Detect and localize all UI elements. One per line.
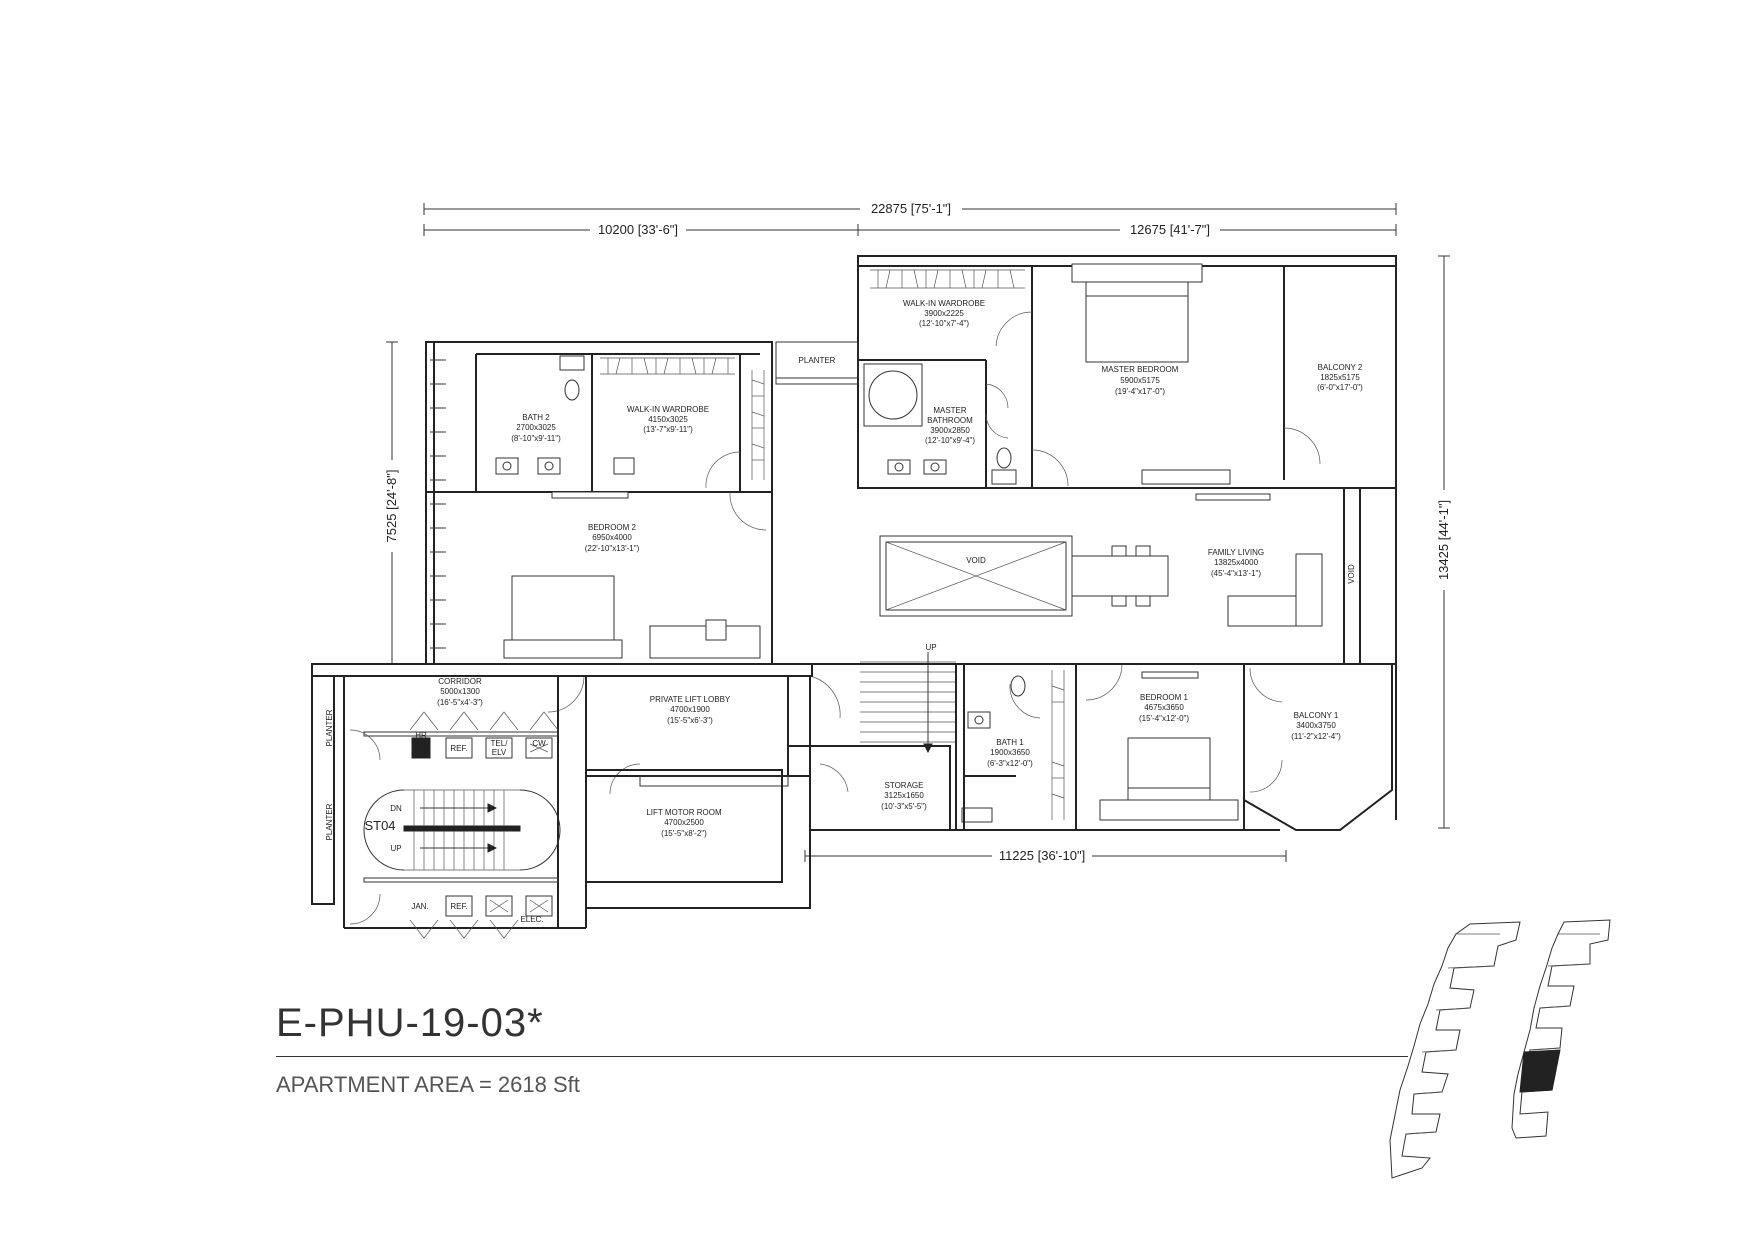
master-bedroom-imperial: (19'-4"x17'-0"): [1115, 387, 1165, 396]
hr-label: HR: [415, 731, 427, 740]
master-bathroom-imperial: (12'-10"x9'-4"): [925, 436, 975, 445]
title-divider: [276, 1056, 1408, 1057]
lower-block-walls: [311, 663, 1396, 929]
stair-up-label: UP: [390, 844, 401, 853]
master-bedroom-size: 5900x5175: [1120, 376, 1160, 385]
bedroom-2-name: BEDROOM 2: [588, 523, 637, 532]
internal-stair: [860, 652, 956, 754]
bottom-width-dimension: 11225 [36'-10"]: [999, 848, 1085, 863]
family-living-imperial: (45'-4"x13'-1"): [1211, 569, 1261, 578]
corridor-size: 5000x1300: [440, 687, 480, 696]
corridor-imperial: (16'-5"x4'-3"): [437, 698, 483, 707]
family-living-size: 13825x4000: [1214, 558, 1259, 567]
storage-imperial: (10'-3"x5'-5"): [881, 802, 927, 811]
balcony-1-name: BALCONY 1: [1294, 711, 1339, 720]
internal-stair-up-label: UP: [925, 643, 936, 652]
cw-label: CW: [532, 739, 546, 748]
furniture: [495, 263, 1323, 823]
storage-name: STORAGE: [885, 781, 924, 790]
bath-2-size: 2700x3025: [516, 423, 556, 432]
bath-1-imperial: (6'-3"x12'-0"): [987, 759, 1033, 768]
unit-title: E-PHU-19-03*: [276, 1001, 544, 1045]
lift-motor-room-size: 4700x2500: [664, 818, 704, 827]
bath-1-name: BATH 1: [996, 738, 1024, 747]
bedroom-2-size: 6950x4000: [592, 533, 632, 542]
balcony-2-imperial: (6'-0"x17'-0"): [1317, 383, 1363, 392]
core-stair: [349, 711, 561, 939]
bedroom-1-imperial: (15'-4"x12'-0"): [1139, 714, 1189, 723]
private-lift-lobby-imperial: (15'-5"x6'-3"): [667, 716, 713, 725]
planter-upper-label: PLANTER: [325, 709, 334, 746]
lift-motor-room-name: LIFT MOTOR ROOM: [646, 808, 722, 817]
walkin-wardrobe-2-imperial: (13'-7"x9'-11"): [643, 425, 693, 434]
tel-label: TEL/: [491, 739, 509, 748]
walkin-wardrobe-master-size: 3900x2225: [924, 309, 964, 318]
elv-label: ELV: [492, 748, 507, 757]
master-bedroom-name: MASTER BEDROOM: [1102, 365, 1179, 374]
jan-label: JAN.: [411, 902, 428, 911]
left-width-dimension: 10200 [33'-6"]: [598, 222, 678, 237]
walkin-wardrobe-2-name: WALK-IN WARDROBE: [627, 405, 709, 414]
overall-width-dimension: 22875 [75'-1"]: [871, 201, 951, 216]
void-side-label: VOID: [1347, 564, 1356, 584]
storage-size: 3125x1650: [884, 791, 924, 800]
ref-lower-label: REF.: [450, 902, 467, 911]
bedroom-1-size: 4675x3650: [1144, 703, 1184, 712]
key-plan: [1389, 919, 1611, 1179]
private-lift-lobby-name: PRIVATE LIFT LOBBY: [650, 695, 731, 704]
walkin-wardrobe-master-imperial: (12'-10"x7'-4"): [919, 319, 969, 328]
walkin-wardrobe-master-name: WALK-IN WARDROBE: [903, 299, 985, 308]
bath-2-imperial: (8'-10"x9'-11"): [511, 434, 561, 443]
master-bathroom-size: 3900x2850: [930, 426, 970, 435]
balcony-1-imperial: (11'-2"x12'-4"): [1291, 732, 1341, 741]
right-width-dimension: 12675 [41'-7"]: [1130, 222, 1210, 237]
void-center-label: VOID: [966, 556, 986, 565]
left-height-dimension: 7525 [24'-8"]: [384, 470, 399, 543]
bedroom1-wardrobe: [1051, 670, 1065, 820]
bath-2-name: BATH 2: [522, 413, 550, 422]
balcony-2-name: BALCONY 2: [1318, 363, 1363, 372]
balcony-1-size: 3400x3750: [1296, 721, 1336, 730]
key-plan-highlight: [1519, 1049, 1561, 1093]
apartment-area-label: APARTMENT AREA: [276, 1072, 473, 1097]
bath-1-size: 1900x3650: [990, 748, 1030, 757]
stair-dn-label: DN: [390, 804, 402, 813]
elec-label: ELEC.: [520, 915, 543, 924]
room-labels: WALK-IN WARDROBE 3900x2225 (12'-10"x7'-4…: [325, 299, 1363, 924]
master-bathroom-name-2: BATHROOM: [927, 416, 973, 425]
balcony-2-size: 1825x5175: [1320, 373, 1360, 382]
family-living-name: FAMILY LIVING: [1208, 548, 1264, 557]
master-bathroom-name-1: MASTER: [933, 406, 967, 415]
right-height-dimension: 13425 [44'-1"]: [1436, 500, 1451, 580]
planter-top-label: PLANTER: [799, 356, 836, 365]
lift-motor-room-imperial: (15'-5"x8'-2"): [661, 829, 707, 838]
ref-upper-label: REF.: [450, 744, 467, 753]
facade-fins: [430, 359, 446, 649]
corridor-name: CORRIDOR: [438, 677, 482, 686]
bedroom-2-imperial: (22'-10"x13'-1"): [585, 544, 640, 553]
private-lift-lobby-size: 4700x1900: [670, 705, 710, 714]
walkin-wardrobe-2-size: 4150x3025: [648, 415, 688, 424]
wardrobe-hatching: [600, 269, 1025, 480]
apartment-area: APARTMENT AREA = 2618 Sft: [276, 1072, 580, 1098]
bedroom-1-name: BEDROOM 1: [1140, 693, 1189, 702]
door-swings: [547, 311, 1321, 795]
apartment-area-value: = 2618 Sft: [478, 1072, 580, 1097]
planter-lower-label: PLANTER: [325, 803, 334, 840]
stair-label: ST04: [364, 818, 395, 833]
